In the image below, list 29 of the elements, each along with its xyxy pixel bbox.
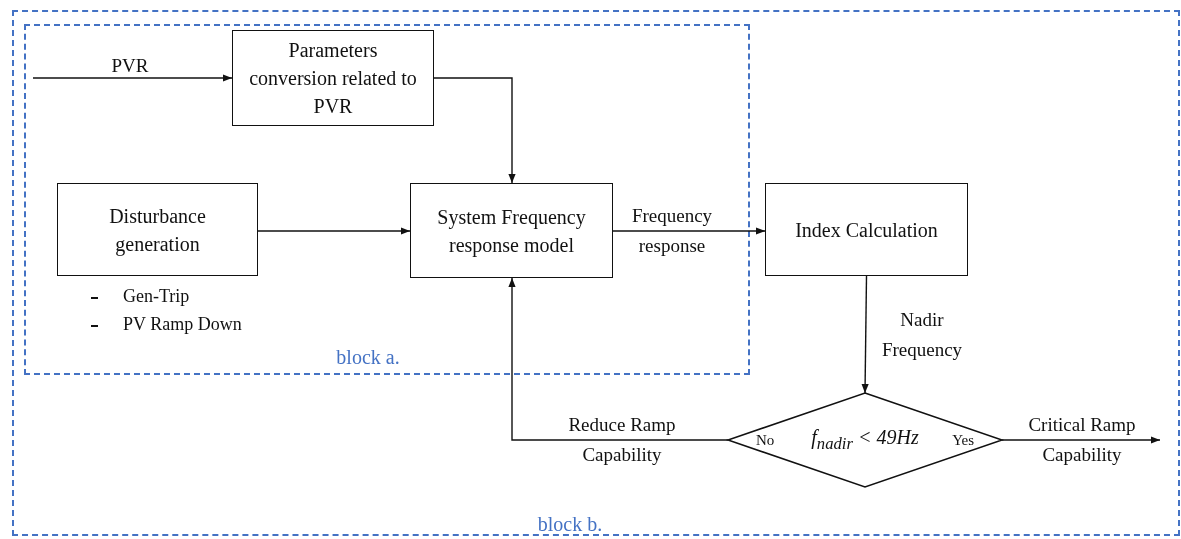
box-label: Parameters conversion related to PVR <box>248 38 418 119</box>
process-box <box>410 183 613 278</box>
arrow <box>861 275 869 394</box>
dashed-region <box>12 10 1180 536</box>
list-item: PV Ramp Down <box>123 314 242 334</box>
decision-diamond <box>728 393 1002 487</box>
arrow <box>612 227 766 235</box>
edge-label: Reduce Ramp Capability <box>567 413 677 467</box>
list-item: Gen-Trip <box>123 286 190 306</box>
condition-formula: f$_{nadir}$ < 49Hz <box>811 426 919 454</box>
process-box <box>765 183 968 276</box>
dashed-region <box>24 24 750 375</box>
edge-label: Nadir Frequency <box>880 308 964 362</box>
box-label: Disturbance generation <box>108 203 207 258</box>
process-box <box>232 30 434 126</box>
region-label: block b. <box>537 513 603 536</box>
decision-option: Yes <box>952 431 974 449</box>
arrow <box>433 77 516 184</box>
arrow <box>508 277 729 441</box>
edge-label: Frequency response <box>630 204 714 258</box>
box-label: System Frequency response model <box>436 204 587 259</box>
arrow <box>32 74 233 82</box>
arrow <box>1001 436 1161 444</box>
edge-label: PVR <box>111 55 149 77</box>
box-label: Index Calculation <box>795 217 938 243</box>
decision-option: No <box>756 431 775 449</box>
region-label: block a. <box>336 346 400 369</box>
edge-label: Critical Ramp Capability <box>1027 413 1137 467</box>
arrow <box>257 227 411 235</box>
